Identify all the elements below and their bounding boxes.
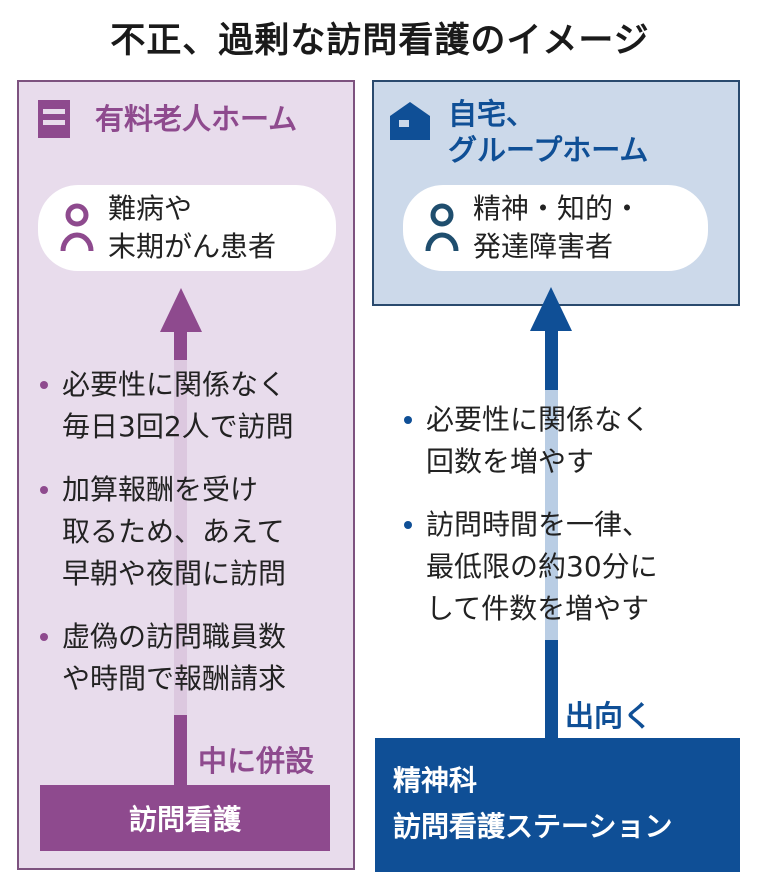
bullet-line: 取るため、あえて (62, 515, 285, 548)
connector-label-right: 出向く (565, 699, 653, 733)
arrow-shaft (545, 330, 558, 390)
header-line: 自宅、 (448, 97, 536, 131)
bullet-dot (404, 416, 412, 424)
bullet-item: 加算報酬を受け取るため、あえて早朝や夜間に訪問 (40, 469, 287, 595)
bullet-dot (40, 633, 48, 641)
patient-line: 発達障害者 (473, 230, 614, 263)
psychiatric-nursing-station-box: 精神科訪問看護ステーション (375, 738, 740, 872)
patient-pill-right: 精神・知的・発達障害者 (403, 185, 708, 271)
bullet-dot (404, 521, 412, 529)
diagram-title: 不正、過剰な訪問看護のイメージ (110, 21, 650, 61)
person-icon (425, 203, 459, 252)
bullet-line: 毎日3回2人で訪問 (62, 410, 294, 443)
bullet-line: 必要性に関係なく (62, 368, 287, 401)
bullet-line: 回数を増やす (426, 445, 595, 478)
arrow-shaft-pale (545, 330, 558, 650)
patient-pill-left: 難病や末期がん患者 (38, 185, 336, 271)
patient-line: 精神・知的・ (473, 192, 642, 225)
patient-line: 難病や (108, 192, 193, 225)
bullet-line: や時間で報酬請求 (62, 662, 287, 695)
arrow-shaft (174, 715, 187, 787)
person-icon (60, 203, 94, 252)
building-icon (38, 100, 70, 138)
nursing-home-header: 有料老人ホーム (95, 102, 298, 136)
bullet-dot (40, 381, 48, 389)
header-line: グループホーム (448, 133, 649, 167)
bullet-item: 虚偽の訪問職員数や時間で報酬請求 (40, 616, 287, 700)
bullet-line: 虚偽の訪問職員数 (62, 620, 287, 653)
arrow-shaft (545, 640, 558, 740)
home-visit-nursing-box: 訪問看護 (40, 785, 330, 851)
bullet-item: 必要性に関係なく回数を増やす (404, 399, 651, 483)
arrow-shaft (174, 330, 187, 360)
bullet-item: 必要性に関係なく毎日3回2人で訪問 (40, 364, 294, 448)
box-line: 精神科 (393, 764, 478, 797)
bullet-line: 加算報酬を受け (62, 473, 259, 506)
connector-label-left: 中に併設 (198, 744, 315, 778)
bullet-line: 訪問時間を一律、 (426, 508, 651, 541)
bullet-line: 最低限の約30分に (426, 550, 658, 583)
bullet-item: 訪問時間を一律、最低限の約30分にして件数を増やす (404, 504, 658, 630)
box-line: 訪問看護ステーション (393, 810, 673, 843)
house-icon (390, 102, 430, 140)
bullet-line: 必要性に関係なく (426, 403, 651, 436)
bullet-line: 早朝や夜間に訪問 (62, 557, 287, 590)
arrow-up-icon (530, 287, 572, 331)
bullet-dot (40, 486, 48, 494)
bullet-line: して件数を増やす (426, 592, 650, 625)
home-header: 自宅、グループホーム (448, 96, 648, 168)
patient-line: 末期がん患者 (108, 230, 277, 263)
arrow-up-icon (160, 288, 202, 332)
arrow-shaft-pale (174, 330, 187, 720)
